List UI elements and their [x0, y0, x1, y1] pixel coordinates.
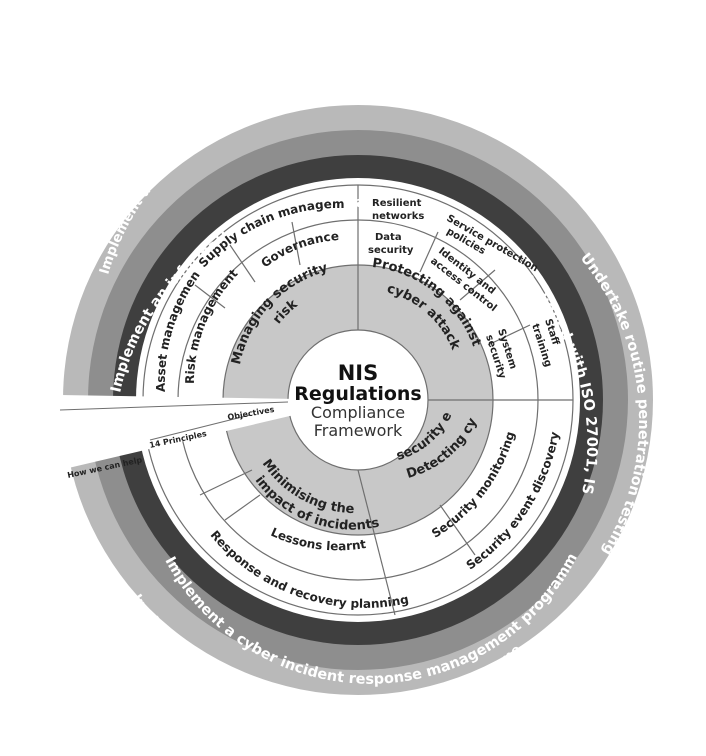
legend-divider-2 — [149, 414, 251, 441]
center-title-1: NIS — [338, 361, 379, 385]
center-subtitle-1: Compliance — [311, 403, 405, 422]
principle-resilient-networks-1: Resilient — [372, 198, 422, 209]
principle-resilient-networks-2: networks — [372, 211, 424, 222]
legend-divider-1 — [59, 401, 289, 411]
center-subtitle-2: Framework — [314, 421, 403, 440]
legend-wedge — [60, 395, 358, 470]
principle-data-security-1: Data — [375, 232, 402, 243]
principle-data-security-2: security — [368, 245, 414, 256]
center-title-2: Regulations — [294, 383, 421, 405]
